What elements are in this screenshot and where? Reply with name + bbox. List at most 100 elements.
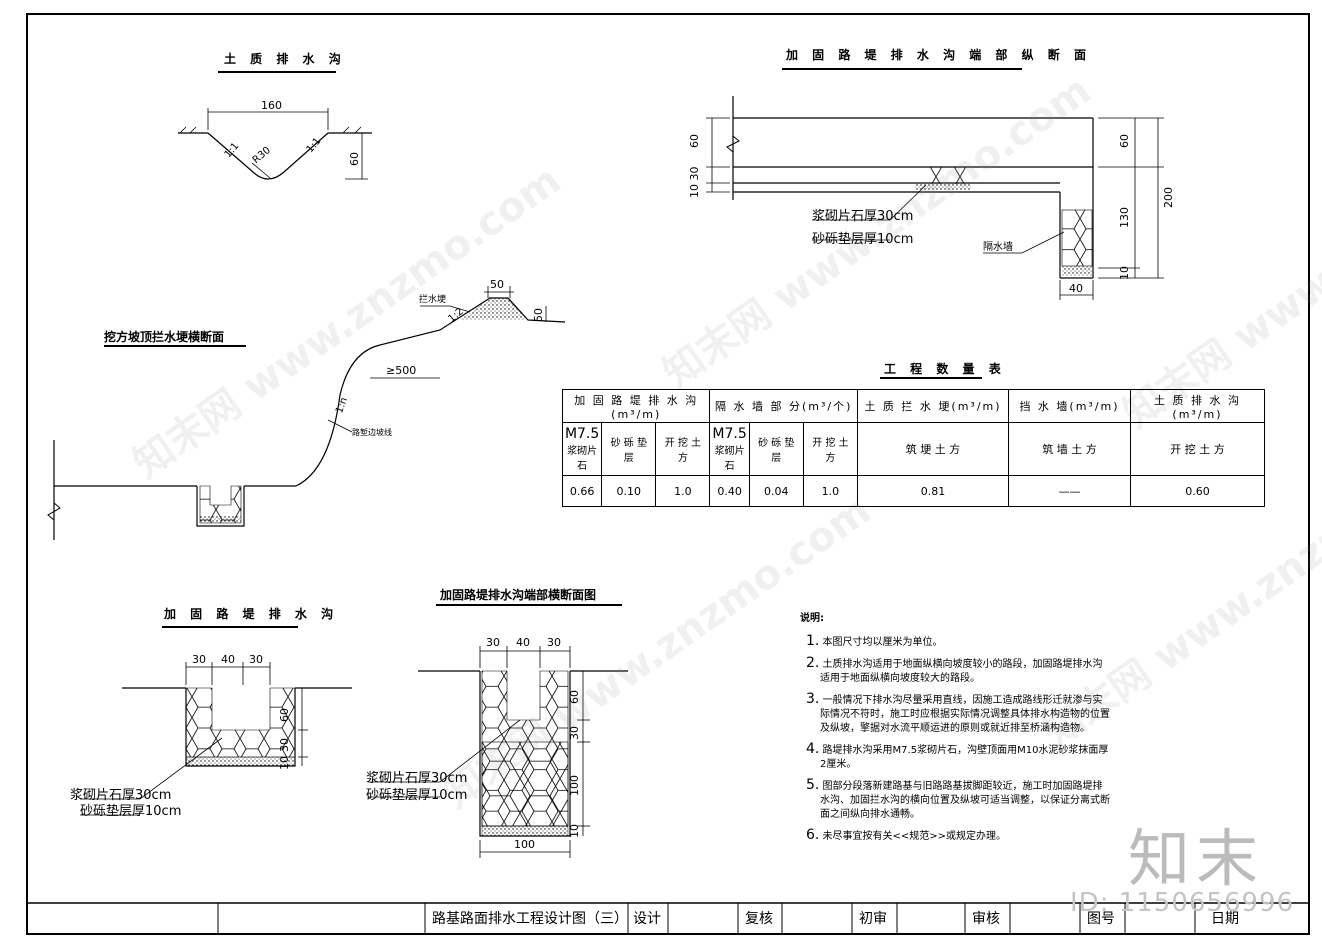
note-6-text: 未尽事宜按有关<<规范>>或规定办理。 bbox=[822, 831, 1007, 842]
qty-cell-3: 0.40 bbox=[709, 475, 750, 507]
cut-slope-ditch-gravel bbox=[200, 516, 241, 523]
notes-block: 说明: 1. 本图尺寸均以厘米为单位。 2. 土质排水沟适用于地面纵横向坡度较小… bbox=[800, 612, 1110, 844]
end-cross-callout-stone: 浆砌片石厚30cm bbox=[366, 771, 468, 786]
brand-id: ID: 1150656996 bbox=[1070, 888, 1295, 918]
reinforced-ditch-w1: 30 bbox=[192, 653, 206, 666]
qty-header-4: 土 质 排 水 沟(m³/m) bbox=[1130, 389, 1265, 423]
note-5-num: 5. bbox=[806, 777, 820, 793]
quantity-table: 加 固 路 堤 排 水 沟(m³/m) 隔 水 墙 部 分(m³/个) 土 质 … bbox=[561, 389, 1265, 507]
drawing-title: 路基路面排水工程设计图（三） bbox=[432, 911, 628, 927]
qty-sub-dig-b: 开 挖 土 方 bbox=[802, 422, 859, 476]
end-cross-dims bbox=[368, 646, 590, 858]
qty-header-3: 挡 水 墙(m³/m) bbox=[1008, 389, 1131, 423]
qty-cell-1: 0.10 bbox=[601, 475, 657, 507]
reinforced-ditch-h60: 60 bbox=[278, 708, 291, 722]
qty-cell-0: 0.66 bbox=[561, 475, 603, 507]
tb-drawing-no: 图号 bbox=[1087, 911, 1115, 927]
end-cross-h100: 100 bbox=[568, 775, 581, 796]
qty-sub-gravel-a: 砂 砾 垫 层 bbox=[601, 422, 657, 476]
qty-cell-6: 0.81 bbox=[857, 475, 1009, 507]
qty-sub-m75b-big: M7.5 bbox=[712, 426, 747, 442]
qty-cell-5: 1.0 bbox=[802, 475, 859, 507]
end-section-wall-stone bbox=[1061, 209, 1093, 267]
end-cross-w3: 30 bbox=[547, 636, 561, 649]
reinforced-ditch-h10: 10 bbox=[278, 756, 291, 770]
note-2: 2. 土质排水沟适用于地面纵横向坡度较小的路段，加固路堤排水沟适用于地面纵横向坡… bbox=[806, 656, 1110, 686]
note-1: 1. 本图尺寸均以厘米为单位。 bbox=[806, 634, 1110, 650]
cut-slope-top-50: 50 bbox=[490, 278, 504, 291]
cut-slope-dist: ≥500 bbox=[386, 364, 417, 377]
qty-sub-m75a-big: M7.5 bbox=[564, 426, 600, 442]
qty-sub-m75a: M7.5 浆砌片石 bbox=[561, 422, 603, 476]
note-5-text: 图部分段落新建路基与旧路路基拔脚距较近，施工时加固路堤排水沟、加固拦水沟的横向位… bbox=[820, 781, 1110, 820]
cut-slope-title: 挖方坡顶拦水埂横断面 bbox=[104, 330, 225, 344]
reinforced-ditch-h30: 30 bbox=[278, 738, 291, 752]
soil-ditch-dims bbox=[207, 108, 368, 180]
reinforced-ditch-callout-stone: 浆砌片石厚30cm bbox=[70, 788, 172, 803]
soil-ditch-ground-hatch bbox=[179, 126, 362, 134]
note-3: 3. 一般情况下排水沟尽量采用直线，因施工造成路线形迁就渗与实际情况不符时，施工… bbox=[806, 692, 1110, 736]
cut-slope-lines bbox=[47, 297, 566, 540]
end-cross-callout-gravel: 砂砾垫层厚10cm bbox=[366, 788, 468, 803]
note-6-num: 6. bbox=[806, 827, 820, 843]
end-cross-lower-block bbox=[481, 741, 569, 827]
qty-sub-m75b-small: 浆砌片石 bbox=[714, 446, 745, 472]
qty-sub-dig-a: 开 挖 土 方 bbox=[655, 422, 711, 476]
end-cross-w2: 40 bbox=[516, 636, 530, 649]
qty-header-1: 隔 水 墙 部 分(m³/个) bbox=[709, 389, 858, 423]
end-cross-gravel bbox=[481, 825, 569, 837]
end-cross-w1: 30 bbox=[486, 636, 500, 649]
qty-sub-m75a-small: 浆砌片石 bbox=[567, 446, 598, 472]
reinforced-ditch-gravel bbox=[185, 756, 296, 767]
qty-header-2: 土 质 拦 水 埂(m³/m) bbox=[857, 389, 1009, 423]
reinforced-ditch-w2: 40 bbox=[221, 653, 235, 666]
cut-slope-dike-fill bbox=[460, 298, 528, 320]
qty-sub-m75b: M7.5 浆砌片石 bbox=[709, 422, 750, 476]
soil-ditch-title: 土 质 排 水 沟 bbox=[224, 52, 346, 66]
qty-sub-dig-e: 开 挖 土 方 bbox=[1130, 422, 1265, 476]
end-section-right-10: 10 bbox=[1118, 266, 1131, 280]
cut-slope-right-50: 50 bbox=[532, 308, 545, 322]
note-1-text: 本图尺寸均以厘米为单位。 bbox=[822, 637, 943, 648]
tb-review: 复核 bbox=[745, 911, 773, 927]
note-6: 6. 未尽事宜按有关<<规范>>或规定办理。 bbox=[806, 828, 1110, 844]
end-cross-h10: 10 bbox=[568, 824, 581, 838]
end-section-right-200: 200 bbox=[1162, 187, 1175, 208]
note-4-text: 路堤排水沟采用M7.5浆砌片石，沟壁顶面用M10水泥砂浆抹面厚2厘米。 bbox=[820, 745, 1109, 770]
end-section-lines bbox=[726, 96, 1094, 279]
tb-preliminary: 初审 bbox=[859, 911, 887, 927]
end-section-stone-top bbox=[920, 167, 966, 184]
end-section-wall-gravel bbox=[1062, 266, 1092, 276]
qty-cell-8: 0.60 bbox=[1130, 475, 1265, 507]
tb-date: 日期 bbox=[1211, 911, 1239, 927]
quantity-table-title: 工 程 数 量 表 bbox=[884, 362, 1006, 376]
tb-audit: 审核 bbox=[972, 911, 1000, 927]
cut-slope-edge-label: 路堑边坡线 bbox=[352, 428, 392, 437]
end-section-gravel-top bbox=[915, 184, 971, 190]
end-section-title: 加 固 路 堤 排 水 沟 端 部 纵 断 面 bbox=[786, 48, 1091, 62]
qty-cell-7: —— bbox=[1008, 475, 1131, 507]
title-block-dividers bbox=[217, 903, 1196, 934]
end-cross-title: 加固路堤排水沟端部横断面图 bbox=[440, 588, 597, 602]
end-section-right-60: 60 bbox=[1118, 134, 1131, 148]
soil-ditch-top-width: 160 bbox=[261, 99, 282, 112]
end-cross-h60: 60 bbox=[568, 690, 581, 704]
note-1-num: 1. bbox=[806, 633, 820, 649]
reinforced-ditch-callout-gravel: 砂砾垫层厚10cm bbox=[80, 804, 182, 819]
notes-title: 说明: bbox=[800, 613, 824, 624]
end-section-dim-mid: 10 30 bbox=[688, 166, 701, 199]
qty-header-0: 加 固 路 堤 排 水 沟(m³/m) bbox=[561, 389, 711, 423]
note-5: 5. 图部分段落新建路基与旧路路基拔脚距较近，施工时加固路堤排水沟、加固拦水沟的… bbox=[806, 778, 1110, 822]
end-section-bottom-40: 40 bbox=[1069, 282, 1083, 295]
cut-slope-dims bbox=[327, 286, 547, 433]
note-4: 4. 路堤排水沟采用M7.5浆砌片石，沟壁顶面用M10水泥砂浆抹面厚2厘米。 bbox=[806, 742, 1110, 772]
end-section-wall-label: 隔水墙 bbox=[983, 242, 1013, 253]
qty-cell-4: 0.04 bbox=[748, 475, 804, 507]
soil-ditch-depth: 60 bbox=[348, 152, 361, 166]
end-cross-bottom: 100 bbox=[514, 838, 535, 851]
note-4-num: 4. bbox=[806, 741, 820, 757]
cut-slope-dike-label: 拦水埂 bbox=[419, 295, 447, 305]
qty-sub-fill-c: 筑 埂 土 方 bbox=[857, 422, 1009, 476]
